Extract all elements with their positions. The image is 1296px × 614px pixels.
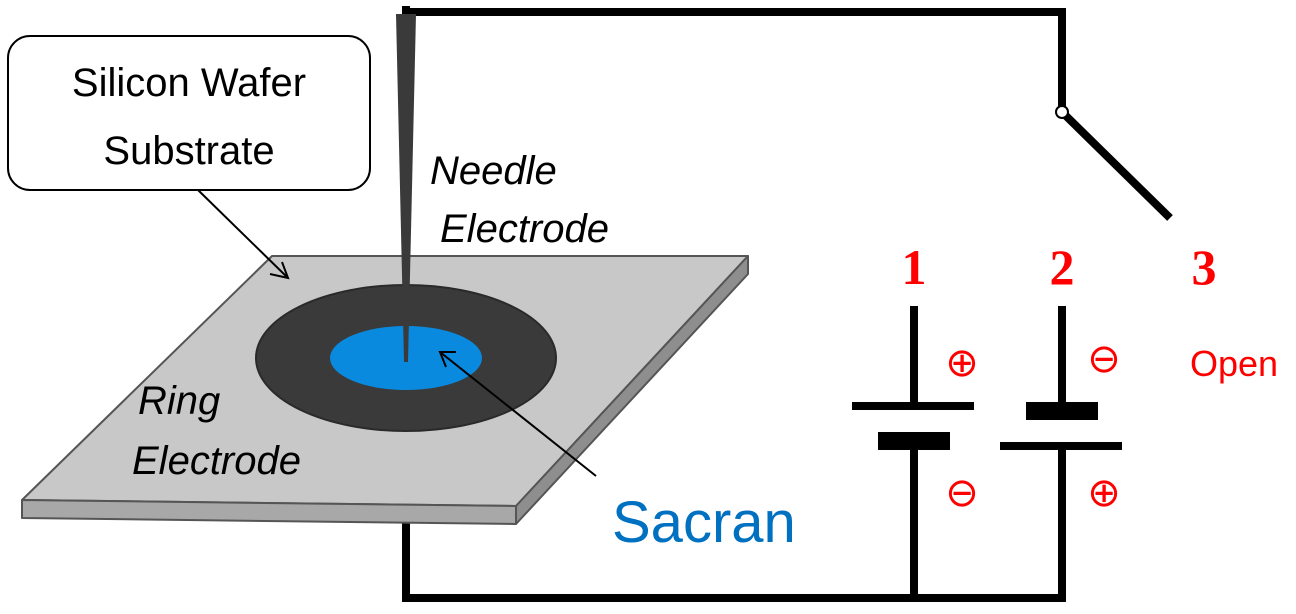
substrate-right-face [515,255,749,525]
battery-1-short-plate [878,432,950,450]
ring-label-line-2: Electrode [132,439,301,483]
substrate-callout: Silicon Wafer Substrate [7,35,371,191]
needle-electrode [396,14,416,362]
battery-2-short-plate [1026,402,1098,420]
needle-label-line-2: Electrode [440,207,609,251]
sacran-label: Sacran [612,490,796,555]
switch-blade [1059,109,1173,221]
callout-line-1: Silicon Wafer [72,61,306,105]
battery-1-long-plate [852,402,974,410]
battery-2-plus-sign: ⊕ [1087,470,1121,516]
pointer-arrows [197,189,597,477]
position-3-number: 3 [1192,239,1217,295]
needle-label-line-1: Needle [430,149,557,193]
switch [1055,105,1173,221]
open-label: Open [1190,343,1278,384]
battery-1-plus-sign: ⊕ [945,340,979,386]
position-1-number: 1 [902,239,927,295]
battery-2-minus-sign: ⊖ [1087,336,1121,382]
position-2-number: 2 [1050,239,1075,295]
battery-2 [1000,402,1122,450]
sacran-arrow-head [438,351,456,368]
callout-arrow-head [269,261,290,280]
switch-pivot [1055,105,1069,119]
battery-2-long-plate [1000,442,1122,450]
battery-1-minus-sign: ⊖ [945,470,979,516]
callout-box [7,35,371,191]
sacran-arrow-line [439,351,597,477]
ring-label-line-1: Ring [138,379,220,423]
callout-arrow-line [197,189,289,279]
callout-line-2: Substrate [103,129,274,173]
battery-1 [852,402,974,450]
top-wire [402,6,1066,112]
